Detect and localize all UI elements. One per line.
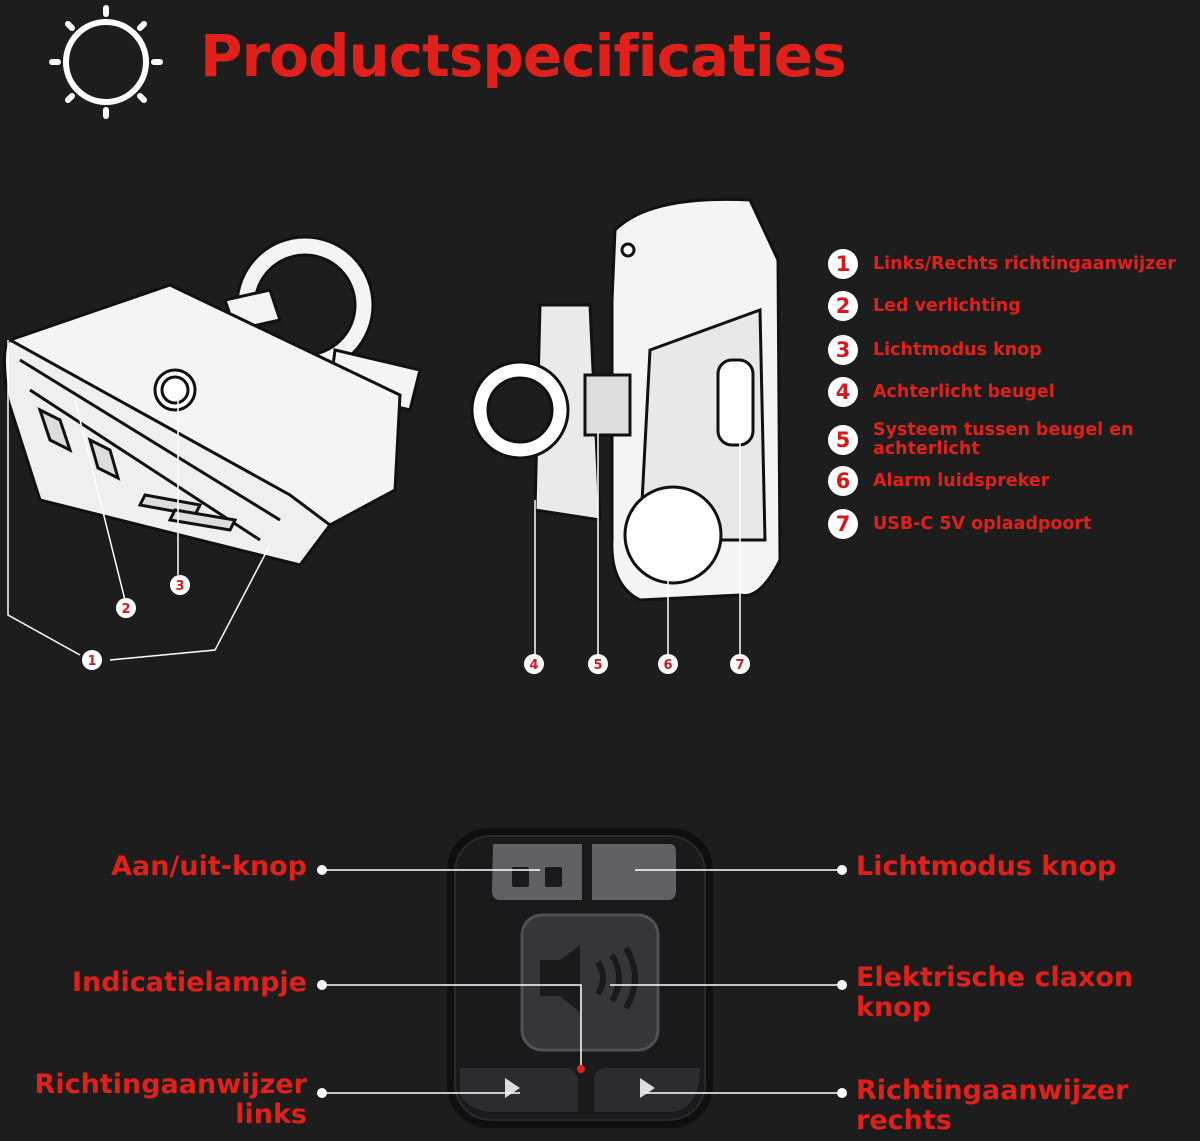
spec-item-2: 2 Led verlichting — [828, 291, 1021, 321]
spec-number: 6 — [828, 466, 858, 496]
svg-text:2: 2 — [121, 602, 130, 617]
power-button — [492, 844, 582, 900]
callout-indicator-light: Indicatielampje — [71, 967, 307, 998]
callout-turn-signal-right: Richtingaanwijzer rechts — [856, 1075, 1129, 1136]
spec-text: Lichtmodus knop — [873, 339, 1042, 360]
callout-horn-button: Elektrische claxon knop — [856, 962, 1134, 1023]
spec-item-6: 6 Alarm luidspreker — [828, 466, 1049, 496]
spec-text: Alarm luidspreker — [873, 470, 1050, 491]
spec-number: 1 — [828, 249, 858, 279]
remote-control — [447, 828, 713, 1128]
callout-power-button: Aan/uit-knop — [111, 851, 307, 882]
spec-item-7: 7 USB-C 5V oplaadpoort — [828, 509, 1091, 539]
svg-text:7: 7 — [735, 658, 744, 673]
diagram-marker-6: 6 — [658, 654, 678, 674]
light-mode-button — [592, 844, 676, 900]
page-title: Productspecificaties — [200, 22, 847, 90]
indicator-light — [577, 1065, 585, 1073]
spec-text: Led verlichting — [873, 295, 1021, 316]
spec-item-3: 3 Lichtmodus knop — [828, 335, 1042, 365]
svg-text:4: 4 — [529, 658, 538, 673]
svg-text:1: 1 — [87, 654, 96, 669]
spec-number: 4 — [828, 377, 858, 407]
spec-number: 5 — [828, 425, 858, 455]
tail-light-front-drawing — [2, 235, 422, 567]
diagram-marker-2: 2 — [116, 598, 136, 618]
svg-text:5: 5 — [593, 658, 602, 673]
diagram-marker-5: 5 — [588, 654, 608, 674]
spec-text: Links/Rechts richtingaanwijzer — [873, 253, 1176, 274]
spec-item-4: 4 Achterlicht beugel — [828, 377, 1055, 407]
diagram-marker-7: 7 — [730, 654, 750, 674]
speaker-icon — [540, 945, 580, 1012]
sun-icon — [49, 5, 163, 119]
diagram-marker-4: 4 — [524, 654, 544, 674]
horn-button — [520, 913, 660, 1052]
tail-light-side-drawing — [470, 197, 782, 602]
spec-text: USB-C 5V oplaadpoort — [873, 513, 1092, 534]
spec-item-5: 5 Systeem tussen beugel en achterlicht — [828, 421, 1173, 459]
callout-light-mode-button: Lichtmodus knop — [856, 851, 1117, 882]
spec-text: Systeem tussen beugel en achterlicht — [873, 420, 1134, 459]
spec-item-1: 1 Links/Rechts richtingaanwijzer — [828, 249, 1176, 279]
spec-number: 3 — [828, 335, 858, 365]
spec-number: 2 — [828, 291, 858, 321]
diagram-marker-1: 1 — [82, 650, 102, 670]
svg-text:3: 3 — [175, 579, 184, 594]
spec-text: Achterlicht beugel — [873, 381, 1055, 402]
callout-turn-signal-left: Richtingaanwijzer links — [34, 1069, 307, 1130]
svg-text:6: 6 — [663, 658, 672, 673]
left-turn-button — [460, 1068, 578, 1112]
spec-number: 7 — [828, 509, 858, 539]
diagram-marker-3: 3 — [170, 575, 190, 595]
